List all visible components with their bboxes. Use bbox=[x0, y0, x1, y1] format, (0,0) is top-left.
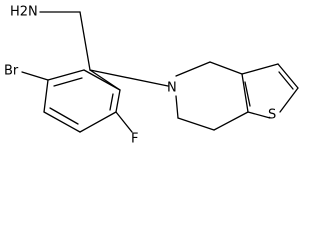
sulfur-label: S bbox=[268, 108, 276, 123]
bond-thiophene-s bbox=[279, 87, 299, 113]
molecule-structure-diagram: H2N Br F N S bbox=[4, 5, 299, 147]
fluorine-label: F bbox=[131, 132, 138, 147]
amine-label: H2N bbox=[10, 5, 38, 20]
bond-thiophene-double-2 bbox=[244, 81, 251, 107]
bond-fused-c-ch2-lower bbox=[213, 111, 249, 131]
ring-nitrogen-label: N bbox=[167, 81, 177, 96]
bond-thiophene-c3 bbox=[241, 63, 279, 75]
bond-thiophene-double-1 bbox=[278, 71, 294, 90]
bond-ring-c4-c5 bbox=[43, 111, 81, 133]
bond-ch2-n bbox=[175, 95, 179, 119]
bond-ring-c1-c2 bbox=[83, 69, 121, 91]
bond-thiophene-s-c bbox=[247, 111, 271, 119]
bond-ring-double-c2-c3 bbox=[53, 77, 83, 87]
bond-ring-double-c4-c5 bbox=[49, 107, 79, 125]
bromine-label: Br bbox=[4, 64, 19, 79]
bond-ch2-lower-ch2 bbox=[177, 117, 215, 131]
bond-n-ch2-upper bbox=[175, 61, 211, 77]
bond-ch2-upper-c bbox=[209, 61, 243, 75]
bond-ring-double-c6-c1 bbox=[109, 93, 114, 111]
bond-fused-c-c bbox=[241, 73, 249, 113]
bond-ch-ring-nitrogen bbox=[89, 69, 169, 87]
bond-ring-c3-c4 bbox=[43, 79, 49, 113]
bond-aryl-bromine bbox=[21, 71, 49, 81]
bond-ring-c5-c6 bbox=[79, 111, 117, 133]
bond-ring-c6-c1 bbox=[115, 89, 121, 113]
bond-thiophene-c2 bbox=[277, 63, 299, 89]
bond-ch2-ch bbox=[79, 11, 91, 71]
bond-ring-c2-c3 bbox=[47, 69, 85, 81]
bond-aryl-fluorine bbox=[115, 111, 133, 133]
